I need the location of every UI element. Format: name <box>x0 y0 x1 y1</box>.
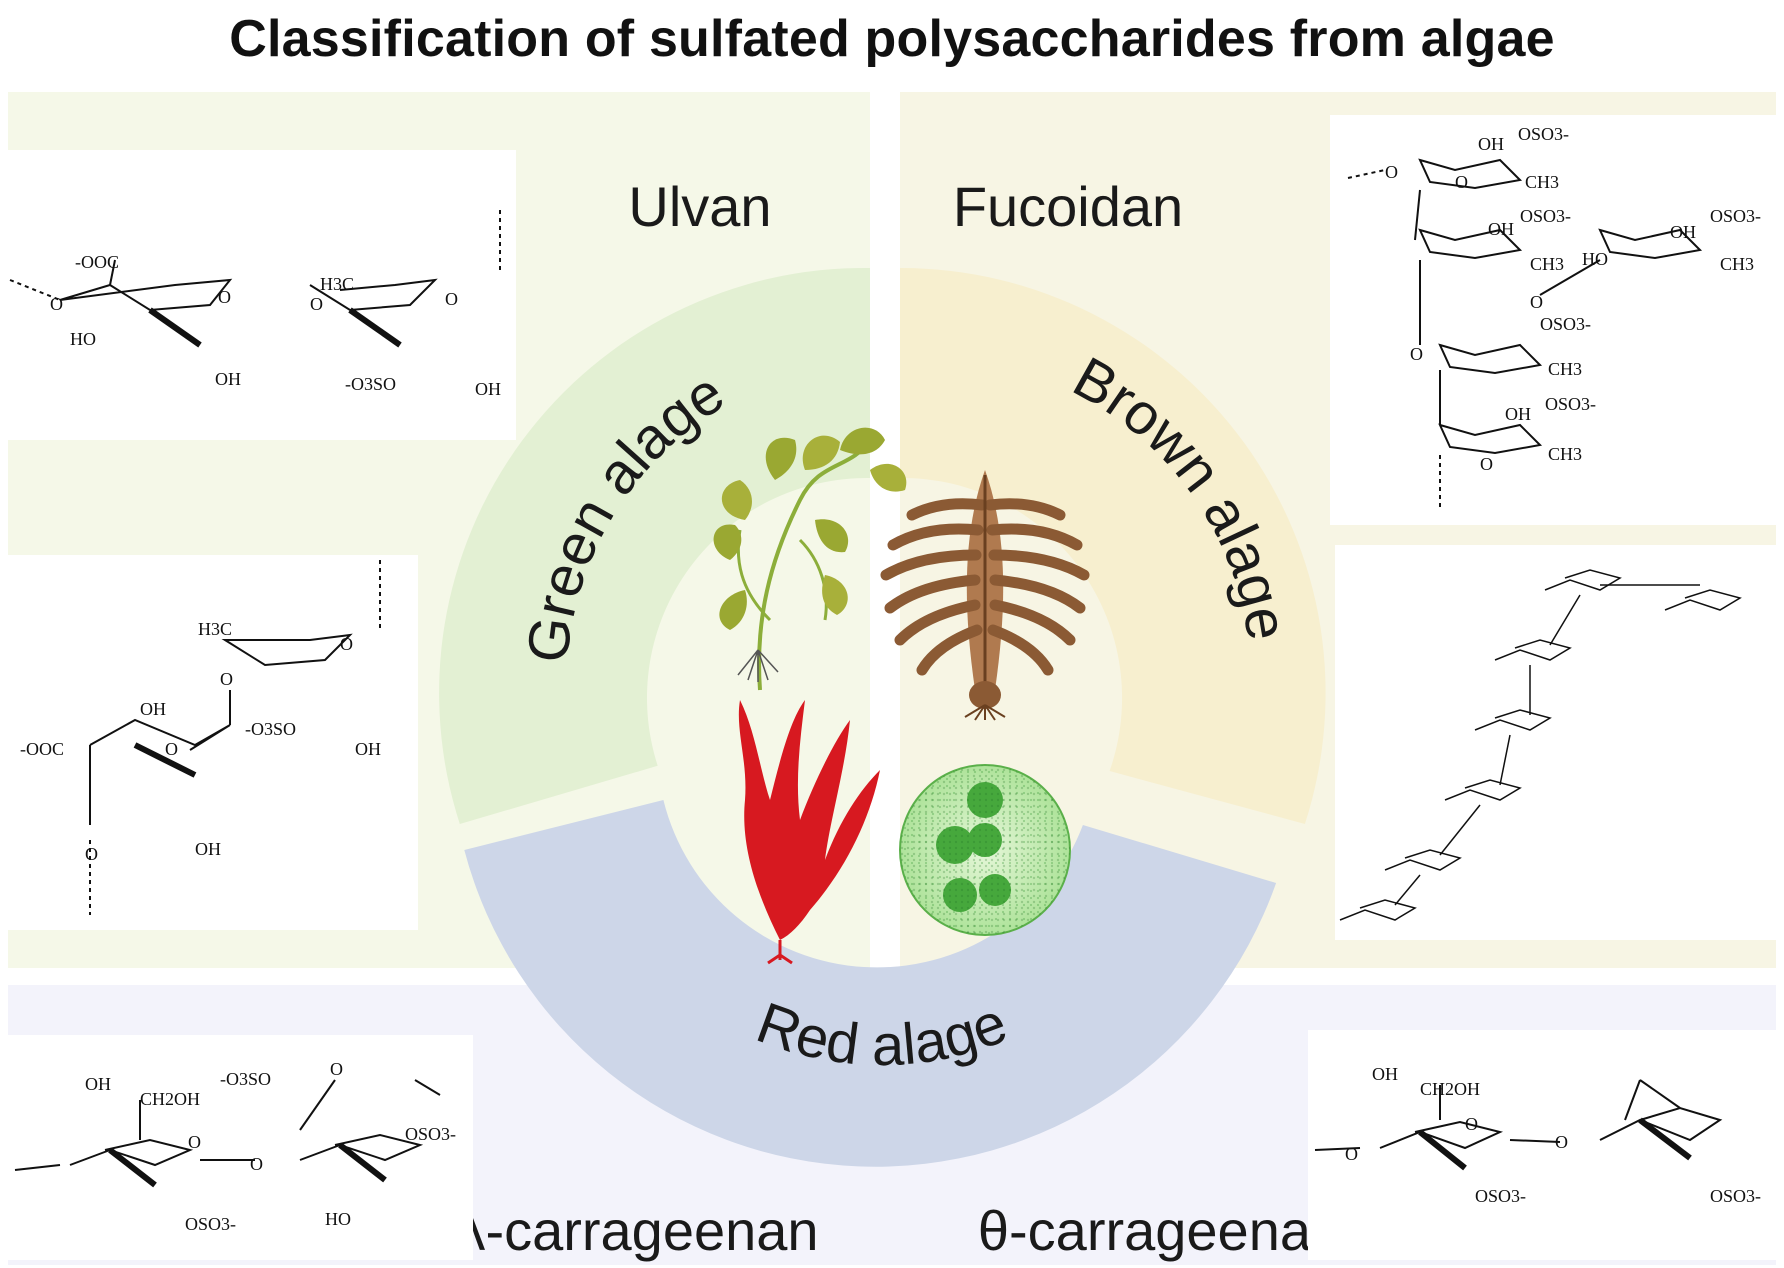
chem-label: O <box>218 287 231 307</box>
chem-label: O <box>340 634 353 654</box>
glycosidic-bond <box>1549 594 1581 646</box>
chem-label: -O3SO <box>345 374 396 394</box>
chem-label: O <box>1465 1114 1478 1134</box>
chem-label: O <box>330 1059 343 1079</box>
chem-label: O <box>188 1132 201 1152</box>
brown-kelp-illustration <box>880 470 1090 721</box>
chem-label: CH3 <box>1530 254 1564 274</box>
sugar-ring <box>1494 639 1572 661</box>
green-seaweed-illustration <box>713 427 907 691</box>
chem-label: -O3SO <box>220 1069 271 1089</box>
red-seaweed-illustration <box>738 700 880 965</box>
sugar-ring <box>1474 709 1552 731</box>
chem-label: O <box>250 1154 263 1174</box>
chem-label: H3C <box>198 619 232 639</box>
glycosidic-bond <box>1439 804 1481 856</box>
chem-label: O <box>1530 292 1543 312</box>
glycosidic-bond <box>1394 874 1421 906</box>
chem-label: OH <box>85 1074 111 1094</box>
chem-label: OH <box>1488 219 1514 239</box>
chem-label: OSO3- <box>1475 1186 1526 1206</box>
chem-label: O <box>1555 1132 1568 1152</box>
chem-label: OSO3- <box>405 1124 456 1144</box>
chem-label: O <box>1385 162 1398 182</box>
chem-label: CH2OH <box>140 1089 200 1109</box>
chem-label: CH3 <box>1548 444 1582 464</box>
chem-label: -OOC <box>20 739 64 759</box>
chem-label: OH <box>1478 134 1504 154</box>
chem-label: CH3 <box>1525 172 1559 192</box>
chem-label: CH2OH <box>1420 1079 1480 1099</box>
chem-label: OH <box>1372 1064 1398 1084</box>
chem-label: O <box>445 289 458 309</box>
theta-carrageenan-label: θ-carrageenan <box>978 1199 1342 1262</box>
green-algae-cell-illustration <box>899 764 1071 936</box>
ulvan-label: Ulvan <box>628 175 771 238</box>
chem-label: OH <box>215 369 241 389</box>
chem-label: O <box>1410 344 1423 364</box>
green-ring-segment <box>439 267 870 824</box>
ulvan-structure-1: -OOC O O HO OH O H3C O -O3SO OH <box>8 150 516 440</box>
chem-label: OSO3- <box>1710 206 1761 226</box>
sugar-ring <box>1384 849 1462 871</box>
chem-label: CH3 <box>1720 254 1754 274</box>
chem-label: OH <box>355 739 381 759</box>
chem-label: OH <box>195 839 221 859</box>
chem-label: OSO3- <box>185 1214 236 1234</box>
chem-label: O <box>1345 1144 1358 1164</box>
chem-label: OSO3- <box>1520 206 1571 226</box>
chem-label: OH <box>1505 404 1531 424</box>
chem-label: CH3 <box>1548 359 1582 379</box>
glycosidic-bond <box>1499 734 1511 786</box>
chem-label: HO <box>70 329 96 349</box>
red-ring-segment <box>464 800 1277 1167</box>
sugar-ring <box>1544 569 1622 591</box>
lambda-carrageenan-label: λ-carrageenan <box>457 1199 818 1262</box>
lambda-carrageenan-structure: OH CH2OH -O3SO O O OSO3- O OSO3- HO <box>8 1035 473 1260</box>
chem-label: OH <box>475 379 501 399</box>
chem-label: OSO3- <box>1518 124 1569 144</box>
chem-label: -OOC <box>75 252 119 272</box>
chem-label: OSO3- <box>1545 394 1596 414</box>
chem-label: O <box>1455 172 1468 192</box>
ulvan-structure-2: H3C O O OH -OOC O -O3SO OH OH O <box>8 555 418 930</box>
chem-label: OH <box>1670 222 1696 242</box>
chem-label: HO <box>1582 249 1608 269</box>
chem-label: O <box>1480 454 1493 474</box>
sugar-ring <box>1339 899 1417 921</box>
sugar-ring <box>1444 779 1522 801</box>
chem-label: O <box>220 669 233 689</box>
fucoidan-structure-1: OH OSO3- O O CH3 OH OSO3- CH3 HO OH OSO3… <box>1330 115 1776 525</box>
fucoidan-label: Fucoidan <box>953 175 1183 238</box>
chem-label: O <box>165 739 178 759</box>
chem-label: -O3SO <box>245 719 296 739</box>
chem-label: H3C <box>320 274 354 294</box>
theta-carrageenan-structure: OH CH2OH O O O OSO3- OSO3- <box>1308 1030 1776 1260</box>
chem-label: HO <box>325 1209 351 1229</box>
brown-ring-segment <box>900 267 1326 824</box>
fucoidan-structure-2 <box>1335 545 1776 940</box>
chem-label: OSO3- <box>1540 314 1591 334</box>
chem-label: O <box>310 294 323 314</box>
diagram-title: Classification of sulfated polysaccharid… <box>229 10 1555 68</box>
sugar-ring <box>1664 589 1742 611</box>
chem-label: O <box>50 294 63 314</box>
chem-label: O <box>85 844 98 864</box>
chem-label: OH <box>140 699 166 719</box>
chem-label: OSO3- <box>1710 1186 1761 1206</box>
